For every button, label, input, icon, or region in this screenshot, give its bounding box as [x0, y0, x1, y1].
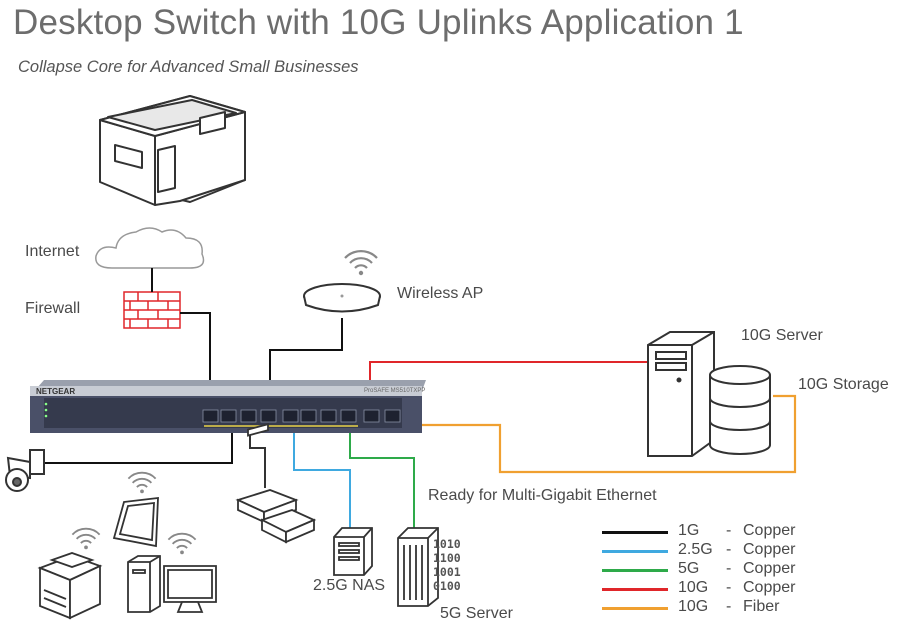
storage-icon: [709, 365, 771, 455]
nas-icon: [333, 527, 373, 576]
switch-model: ProSAFE MS510TXPP: [364, 388, 425, 394]
building-icon: [99, 95, 246, 206]
server-5g-label: 5G Server: [440, 605, 513, 622]
binary-line: 1001: [433, 565, 461, 579]
cable-firewall-switch: [180, 312, 211, 410]
cable-phone: [249, 428, 266, 488]
legend-medium: Copper: [743, 579, 796, 596]
cable-nas: [293, 428, 351, 528]
legend-speed: 1G: [678, 522, 700, 539]
legend-line: [602, 531, 668, 534]
binary-line: 1100: [433, 551, 461, 565]
switch-icon: NETGEAR ProSAFE MS510TXPP: [30, 380, 426, 433]
rack-server-icon: [397, 527, 439, 607]
wifi-icon: [167, 532, 197, 556]
storage-10g-label: 10G Storage: [798, 376, 889, 393]
legend-medium: Copper: [743, 560, 796, 577]
phone-icon: [235, 423, 317, 544]
legend-speed: 10G: [678, 579, 709, 596]
page-title: Desktop Switch with 10G Uplinks Applicat…: [13, 3, 744, 42]
server-10g-label: 10G Server: [741, 327, 823, 344]
page-subtitle: Collapse Core for Advanced Small Busines…: [18, 58, 359, 76]
legend-dash: -: [726, 560, 732, 577]
printer-icon: [37, 552, 103, 620]
internet-label: Internet: [25, 243, 80, 260]
wifi-icon: [127, 471, 157, 495]
legend-medium: Fiber: [743, 598, 780, 615]
switch-brand: NETGEAR: [36, 387, 75, 396]
legend-dash: -: [726, 541, 732, 558]
firewall-label: Firewall: [25, 300, 81, 317]
binary-line: 0100: [433, 579, 461, 593]
wireless-ap-icon: [303, 283, 381, 313]
desktop-computer-icon: [127, 555, 217, 613]
legend-line: [602, 588, 668, 591]
legend-line: [602, 607, 668, 610]
binary-line: 1010: [433, 537, 461, 551]
cable-5g-server: [349, 428, 415, 530]
tablet-icon: [112, 496, 159, 548]
legend-dash: -: [726, 579, 732, 596]
nas-label: 2.5G NAS: [313, 577, 386, 594]
legend-dash: -: [726, 598, 732, 615]
cable-camera: [44, 428, 233, 464]
wifi-icon: [71, 527, 101, 551]
legend-speed: 10G: [678, 598, 709, 615]
legend-line: [602, 550, 668, 553]
legend-speed: 5G: [678, 560, 700, 577]
security-camera-icon: [5, 449, 45, 492]
cloud-icon: [95, 227, 205, 269]
legend-speed: 2.5G: [678, 541, 713, 558]
legend-dash: -: [726, 522, 732, 539]
multigig-label: Ready for Multi-Gigabit Ethernet: [428, 487, 657, 504]
legend-medium: Copper: [743, 541, 796, 558]
legend-line: [602, 569, 668, 572]
wireless-ap-label: Wireless AP: [397, 285, 484, 302]
cable-10g-storage: [393, 394, 797, 474]
wifi-icon: [343, 249, 379, 277]
legend-medium: Copper: [743, 522, 796, 539]
tower-server-icon: [647, 331, 715, 457]
firewall-icon: [123, 291, 181, 329]
